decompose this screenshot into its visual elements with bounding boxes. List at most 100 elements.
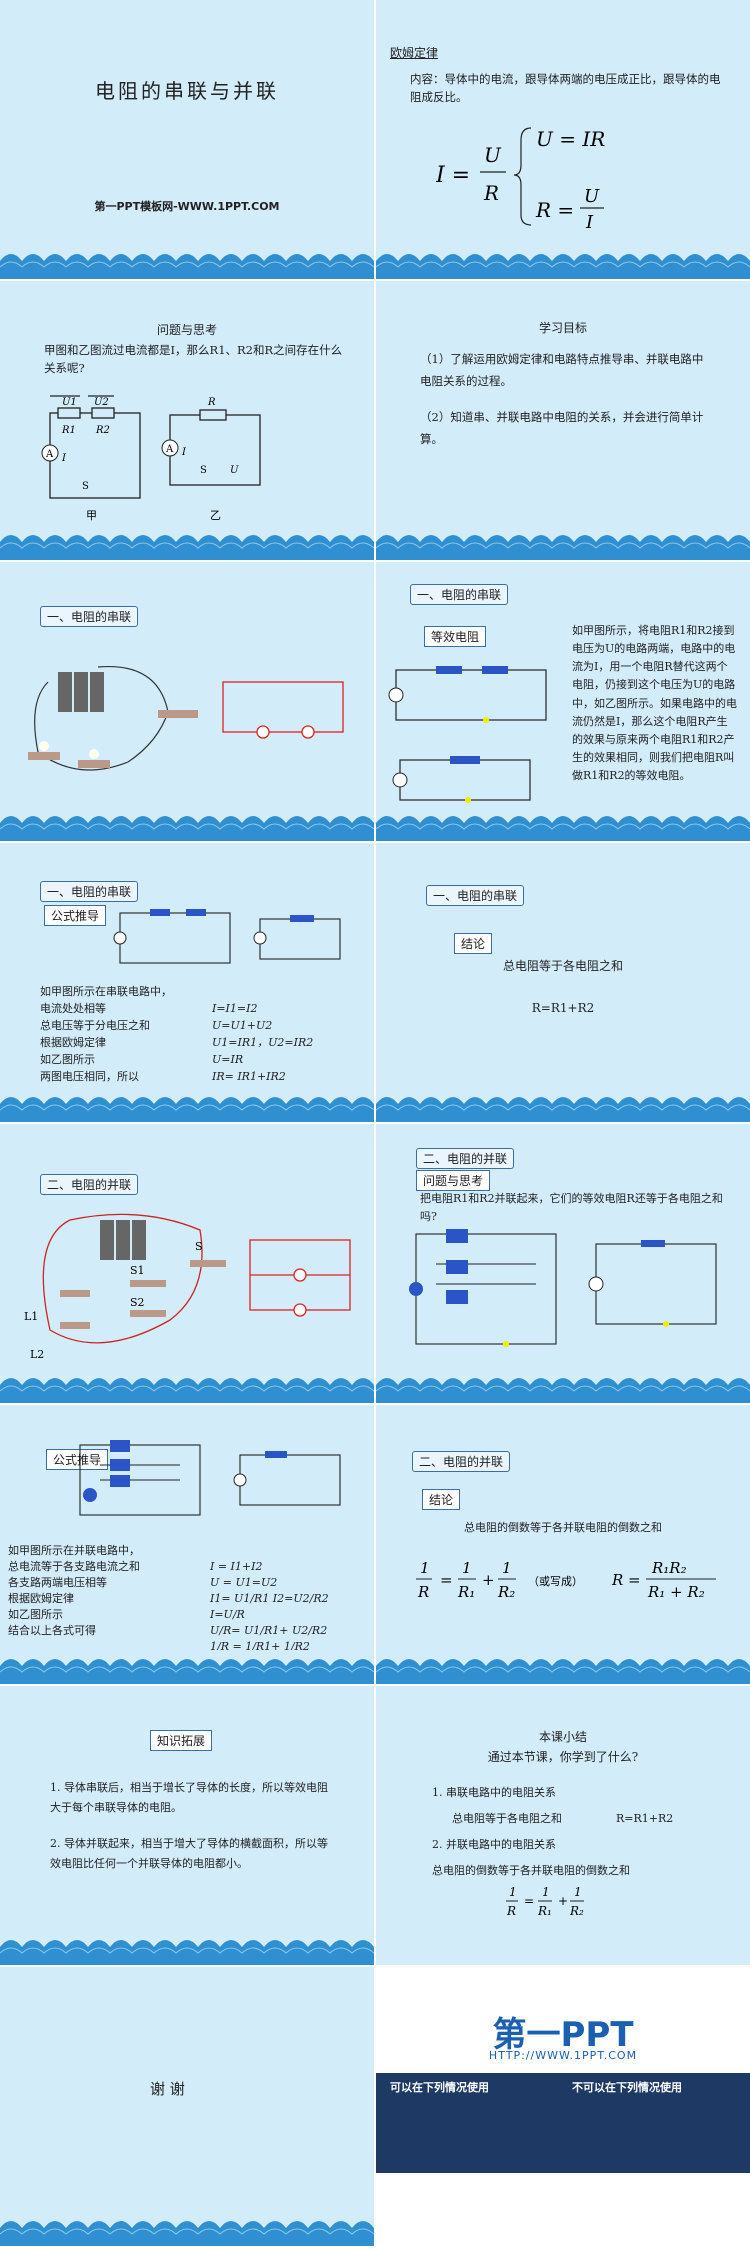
summary-item-2-body: 总电阻的倒数等于各并联电阻的倒数之和 (432, 1864, 630, 1877)
svg-text:R₁ + R₂: R₁ + R₂ (647, 1583, 705, 1601)
sub-header: 公式推导 (44, 905, 107, 926)
svg-text:I: I (181, 447, 187, 458)
svg-text:1: 1 (509, 1885, 517, 1899)
section-header: 二、电阻的并联 (40, 1174, 139, 1195)
thanks-text: 谢 谢 (150, 2080, 185, 2098)
usage-allowed: 可以在下列情况使用 (390, 2081, 489, 2094)
wave-decoration (0, 2212, 374, 2246)
formula-2: U=U1+U2 (212, 1019, 273, 1033)
section-header: 一、电阻的串联 (40, 606, 139, 627)
sub-header: 等效电阻 (424, 626, 487, 647)
svg-text:R: R (207, 397, 216, 408)
label-yi: 乙 (210, 509, 221, 522)
section-header: 二、电阻的并联 (412, 1451, 511, 1472)
line-3: 各支路两端电压相等 (8, 1575, 107, 1589)
line-6: 结合以上各式可得 (8, 1623, 96, 1637)
formula-5: IR= IR1+IR2 (212, 1070, 286, 1084)
series-formula: R=R1+R2 (531, 1001, 595, 1015)
svg-text:U = IR: U = IR (536, 127, 605, 151)
wave-decoration (376, 1088, 750, 1122)
svg-text:S: S (200, 465, 207, 476)
equivalent-circuits (388, 666, 547, 803)
svg-text:U1: U1 (62, 397, 77, 408)
conclusion-text: 总电阻等于各电阻之和 (502, 959, 623, 973)
goal-1: （1）了解运用欧姆定律和电路特点推导串、并联电路中电阻关系的过程。 (420, 352, 704, 388)
line-4: 根据欧姆定律 (8, 1591, 74, 1605)
sub-header: 结论 (422, 1489, 461, 1510)
slide-series-photo: 一、电阻的串联 (0, 562, 374, 841)
svg-text:U: U (484, 143, 502, 167)
slide-summary: 本课小结 通过本节课，你学到了什么? 1. 串联电路中的电阻关系 总电阻等于各电… (376, 1686, 750, 1965)
svg-text:R1: R1 (61, 425, 76, 436)
equivalent-text: 如甲图所示，将电阻R1和R2接到电压为U的电路两端，电路中的电流为I，用一个电阻… (572, 624, 737, 783)
wave-decoration (376, 526, 750, 560)
svg-text:1: 1 (542, 1885, 550, 1899)
wave-decoration (0, 1369, 374, 1403)
extension-point-1: 1. 导体串联后，相当于增长了导体的长度，所以等效电阻大于每个串联导体的电阻。 (50, 1781, 328, 1815)
summary-question: 通过本节课，你学到了什么? (487, 1750, 639, 1764)
summary-item-1: 1. 串联电路中的电阻关系 (432, 1786, 556, 1799)
extension-point-2: 2. 导体并联起来，相当于增大了导体的横截面积，所以等效电阻比任何一个并联导体的… (50, 1837, 328, 1871)
svg-text:I: I (585, 212, 594, 230)
derivation-formulas: I = I1+I2 U = U1=U2 I1= U1/R1 I2=U2/R2 I… (210, 1559, 329, 1655)
sub-header: 公式推导 (46, 1449, 109, 1470)
label-L2: L2 (30, 1348, 44, 1361)
line-5: 如乙图所示 (40, 1053, 95, 1067)
svg-text:R₂: R₂ (497, 1583, 515, 1601)
series-apparatus (28, 665, 344, 771)
svg-text:R: R (483, 181, 499, 205)
formula-6: 1/R = 1/R1+ 1/R2 (210, 1639, 310, 1653)
line-5: 如乙图所示 (8, 1607, 63, 1621)
or-text: （或写成） (528, 1575, 583, 1588)
line-4: 根据欧姆定律 (40, 1036, 106, 1050)
parallel-circuits-small (79, 1440, 341, 1516)
formula-2: U = U1=U2 (210, 1575, 278, 1589)
slide-question: 问题与思考 甲图和乙图流过电流都是I，那么R1、R2和R之间存在什么关系呢? A… (0, 281, 374, 560)
site-label: 第一PPT模板网-WWW.1PPT.COM (94, 200, 280, 213)
series-circuits-small (113, 909, 341, 964)
formula-1: I = I1+I2 (210, 1560, 263, 1573)
svg-text:I =: I = (436, 163, 470, 188)
wave-decoration (376, 1369, 750, 1403)
slide-series-conclusion: 一、电阻的串联 结论 总电阻等于各电阻之和 R=R1+R2 (376, 843, 750, 1122)
label-S2: S2 (130, 1296, 145, 1309)
svg-text:1: 1 (502, 1559, 512, 1577)
slide-parallel-photo: 二、电阻的并联 L1 L2 S S1 S2 (0, 1124, 374, 1403)
summary-title: 本课小结 (538, 1730, 587, 1744)
brand-url: HTTP://WWW.1PPT.COM (488, 2049, 638, 2062)
wave-decoration (0, 1650, 374, 1684)
section-heading: 欧姆定律 (390, 46, 439, 60)
brand-logo: 第一PPT (492, 2015, 634, 2055)
summary-item-1-formula: R=R1+R2 (616, 1812, 674, 1825)
sub-header: 知识拓展 (150, 1730, 213, 1751)
section-heading: 学习目标 (538, 321, 587, 335)
parallel-apparatus: L1 L2 S S1 S2 (24, 1213, 351, 1361)
question-text: 甲图和乙图流过电流都是I，那么R1、R2和R之间存在什么关系呢? (44, 343, 343, 376)
svg-text:U: U (584, 186, 600, 207)
svg-text:=: = (524, 1894, 534, 1908)
wave-decoration (0, 526, 374, 560)
formula-1: I=I1=I2 (212, 1002, 258, 1015)
section-heading: 问题与思考 (156, 323, 217, 337)
line-2: 电流处处相等 (40, 1002, 106, 1016)
svg-text:R: R (506, 1904, 516, 1918)
sub-header: 结论 (454, 933, 493, 954)
slide-series-equivalent: 一、电阻的串联 等效电阻 如甲图所示，将电阻R1和R2接到电压为U的电路两端，电… (376, 562, 750, 841)
svg-text:R₁R₂: R₁R₂ (651, 1559, 687, 1577)
svg-text:+: + (482, 1571, 495, 1589)
svg-text:=: = (440, 1571, 453, 1589)
label-S1: S1 (130, 1264, 145, 1277)
section-header: 一、电阻的串联 (426, 885, 525, 906)
slide-goals: 学习目标 （1）了解运用欧姆定律和电路特点推导串、并联电路中电阻关系的过程。 （… (376, 281, 750, 560)
svg-text:I: I (61, 453, 67, 464)
svg-text:R₂: R₂ (569, 1904, 584, 1918)
svg-text:R: R (417, 1583, 429, 1601)
svg-text:R =: R = (535, 198, 574, 222)
law-content: 内容：导体中的电流，跟导体两端的电压成正比，跟导体的电阻成反比。 (410, 72, 721, 105)
wave-decoration (0, 1931, 374, 1965)
slide-parallel-question: 二、电阻的并联 问题与思考 把电阻R1和R2并联起来，它们的等效电阻R还等于各电… (376, 1124, 750, 1403)
